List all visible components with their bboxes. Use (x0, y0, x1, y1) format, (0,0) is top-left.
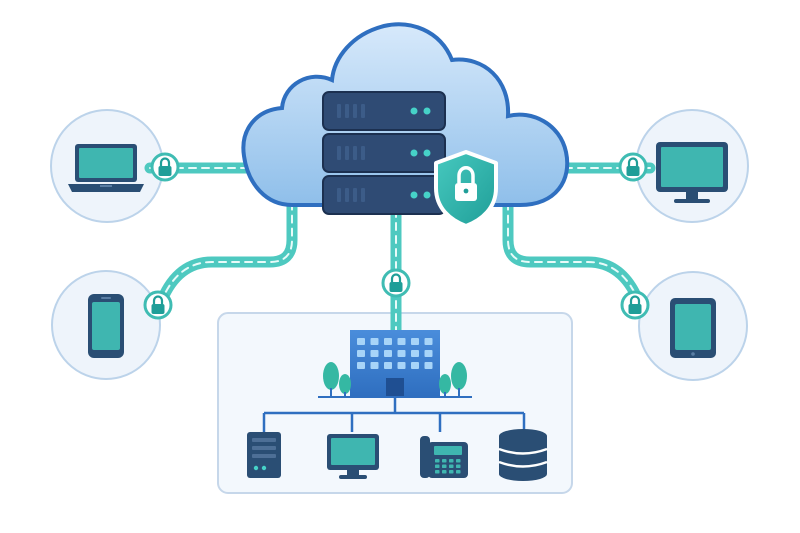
tablet-icon (670, 298, 716, 358)
building-window (424, 362, 433, 369)
monitor-icon (656, 142, 728, 203)
phone-key (449, 470, 454, 474)
office-connections (262, 397, 526, 432)
building-window (424, 350, 433, 357)
phone-key (456, 464, 461, 468)
building-window (370, 350, 379, 357)
monitor-link-padlock-icon (618, 152, 648, 182)
laptop-link-padlock-icon (150, 152, 180, 182)
desktop-monitor-icon (327, 434, 379, 479)
building-window (411, 362, 419, 369)
tablet-link-padlock-icon (620, 290, 650, 320)
database-icon (498, 429, 548, 481)
smartphone-icon (88, 294, 124, 358)
desk-phone-icon (420, 436, 468, 478)
smartphone-link-padlock-icon (143, 290, 173, 320)
phone-key (456, 470, 461, 474)
tree (339, 374, 351, 394)
building-window (424, 338, 433, 345)
building-window (384, 338, 392, 345)
phone-key (435, 470, 440, 474)
building-window (384, 350, 392, 357)
server-unit-1 (322, 91, 446, 131)
server-rack-icon (322, 91, 446, 215)
building-window (397, 362, 406, 369)
building-window (370, 362, 379, 369)
phone-key (442, 470, 447, 474)
building-window (357, 338, 365, 345)
building-window (397, 338, 406, 345)
phone-key (435, 464, 440, 468)
building-window (370, 338, 379, 345)
phone-key (449, 464, 454, 468)
padlock-badges (143, 152, 650, 320)
shield-lock-icon (434, 150, 498, 228)
server-leds (410, 107, 431, 199)
office-link-padlock-icon (381, 268, 411, 298)
tree (439, 374, 451, 394)
building-window (384, 362, 392, 369)
phone-key (442, 459, 447, 463)
tree (451, 362, 467, 390)
server-tower-icon (247, 432, 281, 478)
server-unit-2 (322, 133, 446, 173)
building-window (411, 338, 419, 345)
tree (323, 362, 339, 390)
building-window (411, 350, 419, 357)
building-window (357, 350, 365, 357)
building-window (357, 362, 365, 369)
trees (323, 362, 467, 394)
phone-key (435, 459, 440, 463)
office-building-icon (350, 330, 440, 396)
laptop-icon (68, 144, 144, 192)
phone-key (449, 459, 454, 463)
phone-keypad (435, 459, 461, 474)
building-windows (357, 338, 433, 369)
phone-key (442, 464, 447, 468)
phone-key (456, 459, 461, 463)
building-window (397, 350, 406, 357)
